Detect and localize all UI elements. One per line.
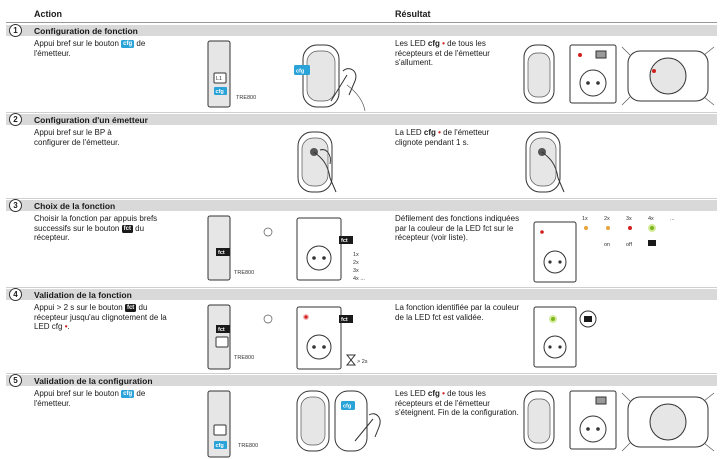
step-4-result-socket <box>533 306 597 368</box>
step-4-title-bar <box>6 289 717 300</box>
step-1-remote-illustration: cfg <box>294 44 366 112</box>
step-2-number: 2 <box>9 113 22 126</box>
step-2-action-text: Appui bref sur le BP à configurer de l'é… <box>34 128 120 147</box>
svg-text:off: off <box>626 242 632 248</box>
step-4-title: Validation de la fonction <box>34 290 132 300</box>
cfg-badge: cfg <box>121 40 135 48</box>
step-3-action-text: Choisir la fonction par appuis brefs suc… <box>34 214 158 242</box>
step-4-receiver-illustration: fct TRE800 <box>207 304 273 370</box>
fct-badge: fct <box>121 224 133 233</box>
step-3-number: 3 <box>9 199 22 212</box>
step-5: 5 Validation de la configuration Appui b… <box>0 374 723 459</box>
step-4: 4 Validation de la fonction Appui > 2 s … <box>0 288 723 374</box>
column-header-result: Résultat <box>395 9 431 19</box>
cfg-badge: cfg <box>121 390 135 398</box>
led-indicator-icon: • <box>64 322 68 331</box>
step-1-number: 1 <box>9 24 22 37</box>
svg-text:fct: fct <box>341 317 348 323</box>
step-4-action-text: Appui > 2 s sur le bouton fct du récepte… <box>34 303 167 331</box>
step-5-title: Validation de la configuration <box>34 376 153 386</box>
step-1-result-devices <box>523 44 715 106</box>
step-1-divider <box>6 112 717 113</box>
svg-text:2x: 2x <box>353 260 359 266</box>
step-5-remote-illustration: cfg <box>296 390 381 452</box>
step-2-title: Configuration d'un émetteur <box>34 115 148 125</box>
step-2-divider <box>6 198 717 199</box>
column-header-action: Action <box>34 9 62 19</box>
step-3-function-list: 1x 2x 3x 4x ... on off <box>533 216 675 283</box>
led-indicator-icon: • <box>442 389 445 398</box>
header-divider <box>6 22 717 23</box>
svg-text:4x: 4x <box>648 216 654 222</box>
svg-text:fct: fct <box>341 238 348 244</box>
step-2-remote-illustration <box>297 131 337 193</box>
step-3-result-text: Défilement des fonctions indiquées par l… <box>395 214 520 242</box>
step-3: 3 Choix de la fonction Choisir la foncti… <box>0 199 723 288</box>
step-3-title-bar <box>6 200 717 211</box>
led-indicator-icon: • <box>442 39 445 48</box>
svg-text:on: on <box>604 242 610 248</box>
fct-badge: fct <box>124 304 137 312</box>
step-2-title-bar <box>6 114 717 125</box>
svg-text:3x: 3x <box>626 216 632 222</box>
step-4-result-text: La fonction identifiée par la couleur de… <box>395 303 520 322</box>
step-2-result-remote <box>525 131 565 193</box>
step-2: 2 Configuration d'un émetteur Appui bref… <box>0 113 723 199</box>
svg-text:fct: fct <box>218 250 225 256</box>
svg-text:2x: 2x <box>604 216 610 222</box>
step-4-number: 4 <box>9 288 22 301</box>
svg-text:1x: 1x <box>353 252 359 258</box>
step-5-action-text: Appui bref sur le bouton cfg de l'émette… <box>34 389 146 408</box>
step-3-title: Choix de la fonction <box>34 201 116 211</box>
step-3-device-label: TRE800 <box>234 270 254 276</box>
led-indicator-icon: • <box>438 128 441 137</box>
svg-text:4x ...: 4x ... <box>353 276 365 282</box>
step-5-result-text: Les LED cfg • de tous les récepteurs et … <box>395 389 519 417</box>
step-3-receiver-illustration: fct TRE800 <box>207 215 273 281</box>
step-4-divider <box>6 373 717 374</box>
step-5-device-label: TRE800 <box>238 443 258 449</box>
hold-duration-label: > 2s <box>357 359 368 365</box>
step-3-socket-illustration: fct 1x 2x 3x 4x ... <box>296 217 365 282</box>
svg-text:1x: 1x <box>582 216 588 222</box>
step-5-number: 5 <box>9 374 22 387</box>
table-header: Action Résultat <box>0 0 723 24</box>
svg-text:...: ... <box>670 216 675 222</box>
step-4-socket-illustration: fct > 2s <box>296 306 368 370</box>
step-2-result-text: La LED cfg • de l'émetteur clignote pend… <box>395 128 490 147</box>
step-4-device-label: TRE800 <box>234 355 254 361</box>
step-1: 1 Configuration de fonction Appui bref s… <box>0 24 723 113</box>
step-1-emitter-illustration: L1 cfg TRE800 <box>207 40 256 108</box>
step-5-title-bar <box>6 375 717 386</box>
step-1-action-text: Appui bref sur le bouton cfg de l'émette… <box>34 39 146 58</box>
step-5-emitter-illustration: cfg TRE800 <box>207 390 258 458</box>
svg-text:cfg: cfg <box>216 443 224 449</box>
svg-text:3x: 3x <box>353 268 359 274</box>
step-1-device-label: TRE800 <box>236 95 256 101</box>
step-1-title: Configuration de fonction <box>34 26 138 36</box>
step-1-title-bar <box>6 25 717 36</box>
step-1-result-text: Les LED cfg • de tous les récepteurs et … <box>395 39 490 67</box>
svg-text:cfg: cfg <box>216 89 224 95</box>
svg-text:fct: fct <box>218 327 225 333</box>
step-5-result-devices <box>523 390 715 452</box>
step-3-divider <box>6 287 717 288</box>
svg-text:cfg: cfg <box>296 69 304 75</box>
svg-text:cfg: cfg <box>343 404 351 410</box>
svg-text:L1: L1 <box>216 76 222 82</box>
